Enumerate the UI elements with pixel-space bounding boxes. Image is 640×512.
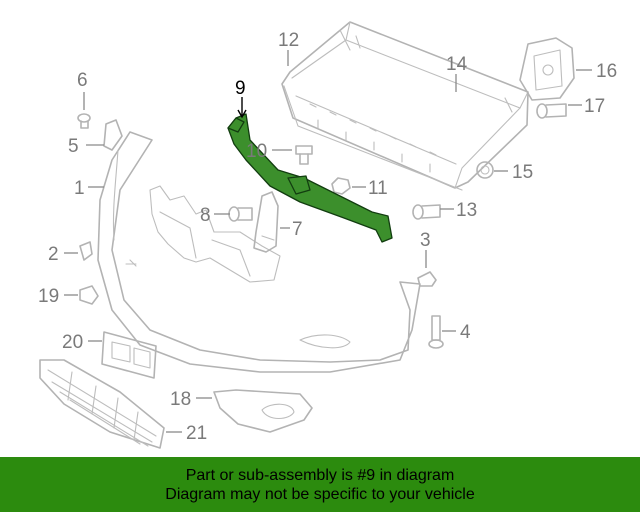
callout-4[interactable]: 4 [460, 322, 471, 343]
callout-7[interactable]: 7 [292, 219, 303, 240]
callout-16[interactable]: 16 [596, 61, 617, 82]
callout-2[interactable]: 2 [48, 244, 59, 265]
callout-18[interactable]: 18 [170, 389, 191, 410]
part-18-fog-bezel[interactable] [213, 389, 313, 433]
callout-9-arrow [237, 109, 247, 119]
part-8-bolt[interactable] [228, 206, 253, 222]
part-17-bolt[interactable] [536, 103, 567, 119]
part-2-push-pin[interactable] [79, 241, 93, 261]
callout-8[interactable]: 8 [200, 205, 211, 226]
part-6-bolt[interactable] [77, 113, 91, 129]
part-4-bolt[interactable] [428, 315, 444, 349]
callout-9[interactable]: 9 [235, 78, 246, 99]
part-5-bracket[interactable] [103, 119, 123, 151]
part-1-bumper-cover[interactable] [97, 131, 421, 373]
part-7-bracket[interactable] [253, 191, 279, 253]
part-11-nut[interactable] [331, 177, 351, 195]
callout-21[interactable]: 21 [186, 423, 207, 444]
part-20-license-bracket[interactable] [101, 331, 157, 379]
part-19-cap[interactable] [79, 285, 99, 305]
callout-17[interactable]: 17 [584, 96, 605, 117]
banner-line-2: Diagram may not be specific to your vehi… [165, 485, 475, 503]
callout-19[interactable]: 19 [38, 286, 59, 307]
exploded-parts-diagram: 9 6 5 1 2 19 20 21 18 8 10 7 11 12 14 16… [38, 21, 617, 449]
callout-20[interactable]: 20 [62, 332, 83, 353]
part-14-impact-bar[interactable] [281, 21, 529, 189]
callout-3[interactable]: 3 [420, 230, 431, 251]
part-21-lower-grille[interactable] [39, 359, 165, 449]
callout-11[interactable]: 11 [368, 178, 388, 199]
callout-1[interactable]: 1 [74, 178, 85, 199]
callout-13[interactable]: 13 [456, 200, 477, 221]
part-10-bolt[interactable] [295, 145, 313, 165]
part-15-clip[interactable] [476, 161, 494, 179]
fitment-banner: Part or sub-assembly is #9 in diagram Di… [0, 457, 640, 512]
callout-14[interactable]: 14 [446, 54, 468, 75]
banner-line-1: Part or sub-assembly is #9 in diagram [185, 466, 455, 484]
part-16-bracket[interactable] [519, 37, 575, 101]
part-12-energy-absorber[interactable] [283, 85, 463, 191]
callout-5[interactable]: 5 [68, 136, 79, 157]
callout-15[interactable]: 15 [512, 162, 533, 183]
part-13-bolt[interactable] [412, 204, 441, 220]
part-9-highlighted-bracket[interactable] [227, 113, 393, 243]
callout-12[interactable]: 12 [278, 30, 299, 51]
callout-10[interactable]: 10 [246, 141, 267, 162]
callout-6[interactable]: 6 [77, 70, 88, 91]
